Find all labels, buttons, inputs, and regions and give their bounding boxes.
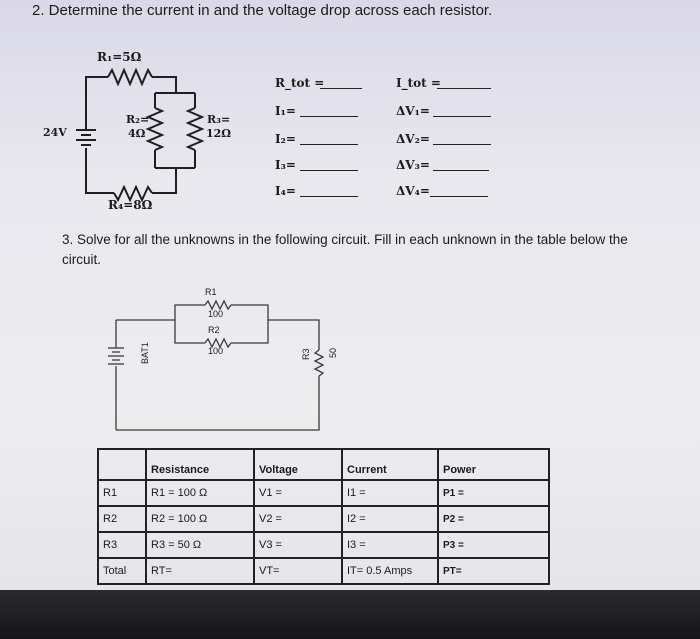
table-row: R2 R2 = 100 Ω V2 = I2 = P2 = xyxy=(97,505,550,533)
i3-label: I₃= xyxy=(275,158,296,172)
header-cell: Resistance xyxy=(145,448,255,481)
r2-value: 4Ω xyxy=(128,127,146,140)
rtot-blank[interactable] xyxy=(320,88,362,89)
table-cell: R3 = 50 Ω xyxy=(145,531,255,559)
table-cell[interactable]: V1 = xyxy=(253,479,343,507)
r4-label: R₄=8Ω xyxy=(108,198,153,212)
table-cell[interactable]: RT= xyxy=(145,557,255,585)
dv4-label: ΔV₄= xyxy=(396,184,430,198)
i2-blank[interactable] xyxy=(300,144,358,145)
itot-label: I_tot = xyxy=(396,76,441,90)
problem-2-circuit xyxy=(108,299,325,431)
table-cell: R1 xyxy=(97,479,147,507)
table-cell[interactable]: VT= xyxy=(253,557,343,585)
r2-label: R₂= xyxy=(126,113,150,126)
table-cell[interactable]: P3 = xyxy=(437,531,550,559)
header-cell: Voltage xyxy=(253,448,343,481)
r3-value: 12Ω xyxy=(206,127,232,140)
i2-label: I₂= xyxy=(275,132,296,146)
problem-2-title: 2. Determine the current in and the volt… xyxy=(32,2,493,19)
itot-blank[interactable] xyxy=(437,88,491,89)
table-cell[interactable]: I3 = xyxy=(341,531,439,559)
circuit-r3-value: 50 xyxy=(328,347,338,358)
i1-blank[interactable] xyxy=(300,116,358,117)
table-cell: R3 xyxy=(97,531,147,559)
i4-blank[interactable] xyxy=(300,196,358,197)
circuit-r3-name: R3 xyxy=(301,348,311,360)
circuit-r1-value: 100 xyxy=(208,309,224,319)
dv3-blank[interactable] xyxy=(433,170,489,171)
i1-label: I₁= xyxy=(275,104,296,118)
header-cell: Current xyxy=(341,448,439,481)
dv2-blank[interactable] xyxy=(433,144,491,145)
circuit-r1-name: R1 xyxy=(205,287,217,297)
r1-label: R₁=5Ω xyxy=(97,50,142,64)
table-cell: IT= 0.5 Amps xyxy=(341,557,439,585)
dv3-label: ΔV₃= xyxy=(396,158,430,172)
i3-blank[interactable] xyxy=(300,170,358,171)
table-cell[interactable]: P2 = xyxy=(437,505,550,533)
table-row: R1 R1 = 100 Ω V1 = I1 = P1 = xyxy=(97,479,550,507)
circuit-r2-value: 100 xyxy=(208,346,224,356)
header-cell: Power xyxy=(437,448,550,481)
r3-label: R₃= xyxy=(207,113,231,126)
header-cell xyxy=(97,448,147,481)
table-cell[interactable]: P1 = xyxy=(437,479,550,507)
table-cell[interactable]: V2 = xyxy=(253,505,343,533)
dv2-label: ΔV₂= xyxy=(396,132,430,146)
problem-3-text: 3. Solve for all the unknowns in the fol… xyxy=(62,232,628,267)
battery-label: 24V xyxy=(43,126,67,139)
i4-label: I₄= xyxy=(275,184,296,198)
dv1-blank[interactable] xyxy=(433,116,491,117)
dv4-blank[interactable] xyxy=(430,196,488,197)
dv1-label: ΔV₁= xyxy=(396,104,430,118)
circuit-battery-name: BAT1 xyxy=(140,342,150,364)
table-cell[interactable]: PT= xyxy=(437,557,550,585)
table-cell: R2 = 100 Ω xyxy=(145,505,255,533)
circuit-r2-name: R2 xyxy=(208,325,220,335)
device-bezel xyxy=(0,590,700,639)
table-cell: Total xyxy=(97,557,147,585)
table-header-row: Resistance Voltage Current Power xyxy=(97,448,550,481)
table-row: R3 R3 = 50 Ω V3 = I3 = P3 = xyxy=(97,531,550,559)
rtot-label: R_tot = xyxy=(275,76,325,90)
table-cell[interactable]: I1 = xyxy=(341,479,439,507)
table-cell[interactable]: I2 = xyxy=(341,505,439,533)
table-cell[interactable]: V3 = xyxy=(253,531,343,559)
unknowns-table: Resistance Voltage Current Power R1 R1 =… xyxy=(97,448,550,585)
worksheet-page: 2. Determine the current in and the volt… xyxy=(0,0,700,590)
table-cell: R1 = 100 Ω xyxy=(145,479,255,507)
table-row: Total RT= VT= IT= 0.5 Amps PT= xyxy=(97,557,550,585)
table-cell: R2 xyxy=(97,505,147,533)
